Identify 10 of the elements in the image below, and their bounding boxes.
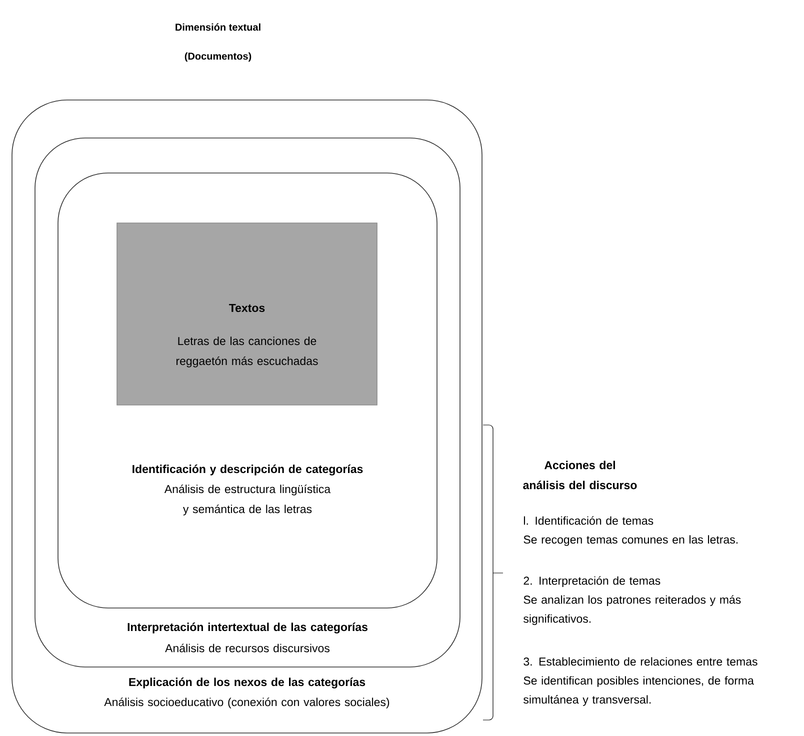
list-text: 2. Interpretación de temas (524, 576, 660, 588)
list-text: l. Identificación de temas (524, 516, 654, 525)
subtitle: (Documentos) (184, 52, 252, 62)
title: Dimensión textual (176, 23, 260, 31)
list-text: Se identifican posibles intenciones, de forma simultánea y transversal. (524, 676, 754, 706)
list-text: Se recogen temas comunes en las letras. (524, 535, 738, 546)
list-text: 3. Establecimiento de relaciones entre temas (524, 657, 758, 666)
shaded-box: Textos Letras de las canciones de reggaetón más escuchadas (116, 222, 378, 406)
list-text: Se analizan los patrones reiterados y más significativos. (524, 595, 741, 626)
heading: Acciones del análisis del discurso (523, 460, 637, 490)
